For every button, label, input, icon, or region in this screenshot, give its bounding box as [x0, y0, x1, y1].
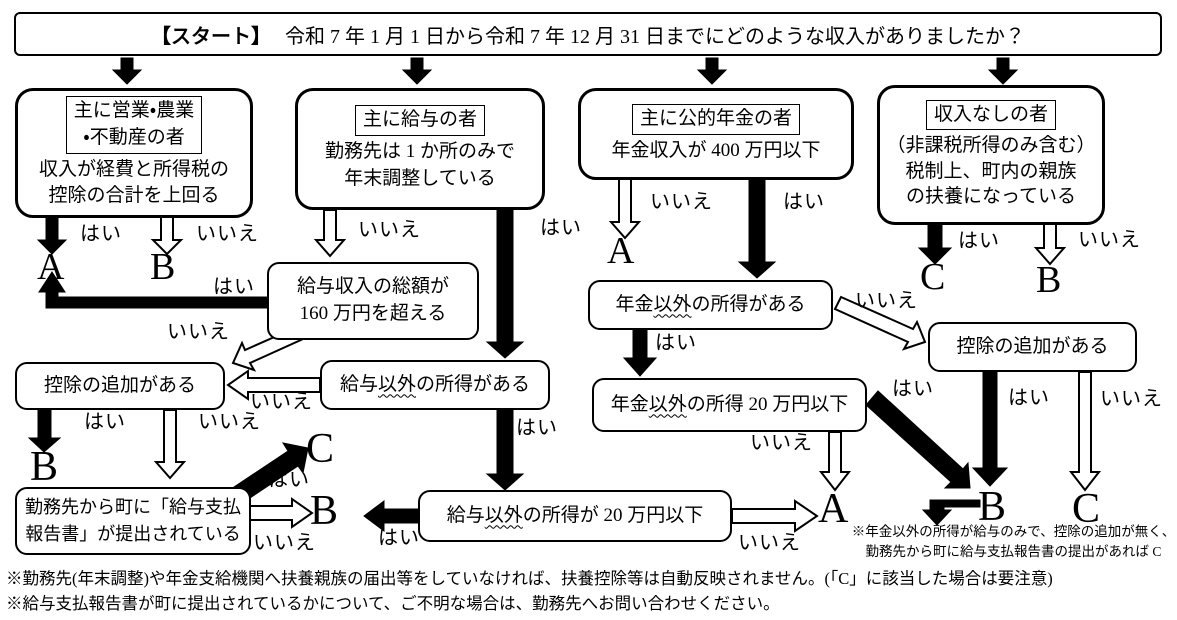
label-pensionother-no: いいえ [855, 290, 918, 312]
box-deduction-right-text: 控除の追加がある [956, 335, 1109, 357]
footnote-right: ※年金以外の所得が給与のみで、控除の追加が無く、 勤務先から町に給与支払報告書の… [851, 524, 1176, 559]
start-label: 【スタート】 [151, 25, 271, 48]
box-salary-other-20-text: 給与以外の所得が 20 万円以下 [446, 504, 704, 526]
arrow-start-to-salary [401, 57, 433, 85]
label-pensionother20-yes: はい [892, 378, 934, 400]
box-pension-body: 年金収入が 400 万円以下 [611, 139, 821, 161]
label-deductionright-no: いいえ [1100, 388, 1163, 410]
label-noincome-no: いいえ [1078, 229, 1141, 251]
result-b-noincome: B [1036, 259, 1062, 301]
box-pension-other: 年金以外の所得がある [588, 280, 833, 330]
arrow-salary-no [313, 209, 347, 258]
box-no-income-title: 収入なしの者 [925, 100, 1056, 130]
label-salaryother-yes: はい [516, 417, 558, 439]
label-business-yes: はい [80, 223, 122, 245]
result-c-noincome: C [920, 256, 946, 298]
box-pension-title: 主に公的年金の者 [631, 103, 800, 135]
label-pensionother20-no: いいえ [750, 432, 813, 454]
label-deductionright-yes: はい [1008, 387, 1050, 409]
label-report-no: いいえ [253, 532, 316, 554]
label-160-no: いいえ [167, 321, 230, 343]
box-no-income: 収入なしの者 （非課税所得のみ含む） 税制上、町内の親族 の扶養になっている [877, 85, 1105, 225]
box-salary-title: 主に給与の者 [354, 105, 485, 137]
label-business-no: いいえ [196, 223, 259, 245]
box-no-income-body: （非課税所得のみ含む） 税制上、町内の親族 の扶養になっている [886, 134, 1096, 208]
result-b-deductionleft: B [30, 444, 59, 490]
box-pension-other-20-text: 年金以外の所得 20 万円以下 [610, 393, 849, 415]
result-a-mid: A [818, 486, 849, 532]
label-160-yes: はい [213, 276, 255, 298]
box-salary: 主に給与の者 勤務先は 1 か所のみで 年末調整している [295, 88, 545, 210]
arrow-pensionother20-no-to-a [818, 431, 852, 492]
start-box: 【スタート】 令和 7 年 1 月 1 日から令和 7 年 12 月 31 日ま… [14, 12, 1162, 56]
box-salary-160: 給与収入の総額が 160 万円を超える [267, 262, 479, 340]
arrow-pensionother-yes [622, 329, 658, 377]
arrow-pensionother20-yes-to-b [865, 390, 971, 489]
label-salaryother-no: いいえ [250, 391, 313, 413]
arrow-pension-no-to-a [608, 177, 642, 240]
arrow-start-to-noincome [987, 57, 1019, 85]
footnote-bottom-1: ※勤務先(年末調整)や年金支給機関へ扶養親族の届出等をしていなければ、扶養控除等… [6, 569, 1053, 588]
arrow-pension-yes [737, 177, 777, 279]
arrow-salaryother20-no-to-a [731, 499, 819, 533]
label-salaryother20-yes: はい [378, 527, 420, 549]
arrow-deductionleft-no [153, 409, 187, 480]
label-salaryother20-no: いいえ [738, 532, 801, 554]
label-deductionleft-no: いいえ [198, 411, 261, 433]
label-noincome-yes: はい [958, 230, 1000, 252]
result-a-business: A [37, 246, 65, 288]
result-c-right: C [1072, 486, 1101, 532]
arrow-start-to-pension [696, 57, 728, 85]
label-deductionleft-yes: はい [84, 411, 126, 433]
label-pensionother-yes: はい [655, 332, 697, 354]
arrow-salary-yes [485, 209, 525, 359]
arrow-deductionright-yes-to-b [971, 371, 1009, 487]
label-report-yes: はい [268, 469, 310, 491]
box-report: 勤務先から町に「給与支払 報告書」が提出されている [15, 487, 251, 555]
box-pension-other-text: 年金以外の所得がある [615, 293, 806, 315]
arrow-start-to-business [111, 57, 143, 85]
box-salary-other-20: 給与以外の所得が 20 万円以下 [418, 490, 732, 542]
box-salary-other: 給与以外の所得がある [320, 360, 550, 410]
result-a-pension: A [607, 230, 635, 272]
box-report-text: 勤務先から町に「給与支払 報告書」が提出されている [25, 497, 241, 544]
arrow-noincome-no-to-b [1033, 222, 1067, 266]
box-deduction-left-text: 控除の追加がある [43, 374, 196, 396]
result-b-business: B [150, 246, 176, 288]
label-pension-yes: はい [783, 191, 825, 213]
box-deduction-right: 控除の追加がある [928, 322, 1137, 372]
label-salary-yes: はい [540, 217, 582, 239]
label-pension-no: いいえ [650, 191, 713, 213]
box-salary-body: 勤務先は 1 か所のみで 年末調整している [324, 141, 515, 189]
result-b-mid: B [310, 488, 339, 534]
result-c-report: C [306, 426, 335, 472]
arrow-deductionright-no-to-c [1068, 371, 1102, 492]
start-question: 令和 7 年 1 月 1 日から令和 7 年 12 月 31 日までにどのような… [285, 25, 1025, 48]
result-b-right: B [978, 484, 1007, 530]
label-salary-no: いいえ [358, 219, 421, 241]
box-deduction-left: 控除の追加がある [15, 362, 225, 410]
box-business-body: 収入が経費と所得税の 控除の合計を上回る [38, 158, 229, 207]
box-business-title: 主に営業・農業 ・不動産の者 [65, 95, 203, 154]
arrow-report-no-to-b [249, 497, 314, 529]
footnote-bottom-2: ※給与支払報告書が町に提出されているかについて、ご不明な場合は、勤務先へお問い合… [6, 594, 780, 613]
box-salary-160-text: 給与収入の総額が 160 万円を超える [296, 276, 449, 324]
box-pension-other-20: 年金以外の所得 20 万円以下 [592, 378, 867, 432]
box-salary-other-text: 給与以外の所得がある [339, 373, 531, 395]
box-pension: 主に公的年金の者 年金収入が 400 万円以下 [578, 88, 854, 180]
box-business: 主に営業・農業 ・不動産の者 収入が経費と所得税の 控除の合計を上回る [15, 88, 253, 218]
